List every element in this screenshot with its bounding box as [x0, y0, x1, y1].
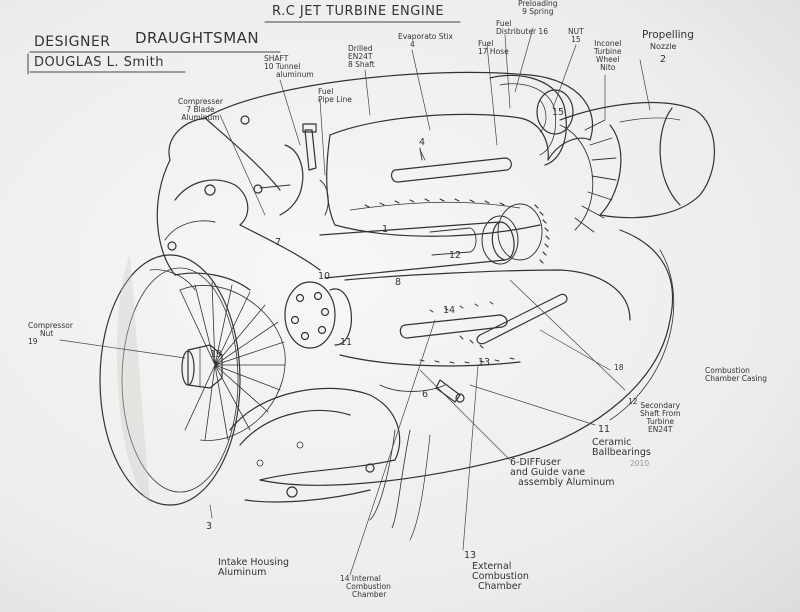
external-combustion-chamber-upper	[326, 113, 591, 237]
callout-4: 4	[419, 137, 426, 148]
callout-10: 10	[318, 271, 331, 282]
compressor-housing	[156, 115, 321, 291]
label-external-num: 13	[464, 550, 477, 561]
lower-intake-scroll	[229, 387, 401, 503]
fuel-fitting-lower	[379, 379, 465, 403]
callout-11: 11	[340, 337, 353, 348]
internal-combustion-chamber	[339, 269, 631, 367]
author-name: DOUGLAS L. Smith	[34, 55, 165, 70]
callout-19: 19	[210, 349, 223, 360]
fuel-pipe-fitting	[253, 123, 329, 216]
drawing-year: 2010	[630, 459, 650, 468]
evaporator-stick	[391, 147, 512, 183]
callout-6: 6	[422, 389, 429, 400]
drawing-title: R.C JET TURBINE ENGINE	[272, 4, 445, 19]
label-intake-num: 3	[206, 521, 213, 532]
title-block-lines	[27, 21, 461, 75]
callout-8: 8	[395, 277, 402, 288]
designer-label: DESIGNER	[34, 34, 111, 50]
fuel-pipe-loop	[489, 74, 574, 166]
combustion-chamber-casing	[168, 71, 675, 541]
callout-14: 14	[443, 305, 456, 316]
leader-lines	[59, 27, 651, 576]
callout-marks	[419, 149, 426, 161]
callout-15: 15	[552, 107, 565, 118]
compressor-nut	[181, 344, 223, 389]
callout-7: 7	[275, 237, 282, 248]
turbine-wheel	[559, 119, 617, 233]
compressor-wheel	[179, 281, 286, 441]
label-propelling-num: 2	[660, 54, 667, 65]
shaft-tunnel	[319, 203, 550, 279]
callout-13: 13	[478, 357, 491, 368]
intake-housing	[99, 254, 241, 506]
diffuser-ring	[284, 281, 353, 349]
propelling-nozzle	[559, 101, 716, 219]
label-ceramic-num: 11	[598, 424, 611, 435]
draughtsman-label: DRAUGHTSMAN	[135, 29, 260, 47]
label-combustion-chamber-casing-num: 18	[614, 363, 624, 372]
callout-12: 12	[449, 250, 462, 261]
callout-1: 1	[382, 224, 389, 235]
label-secondary-shaft-num: 12	[628, 397, 638, 406]
